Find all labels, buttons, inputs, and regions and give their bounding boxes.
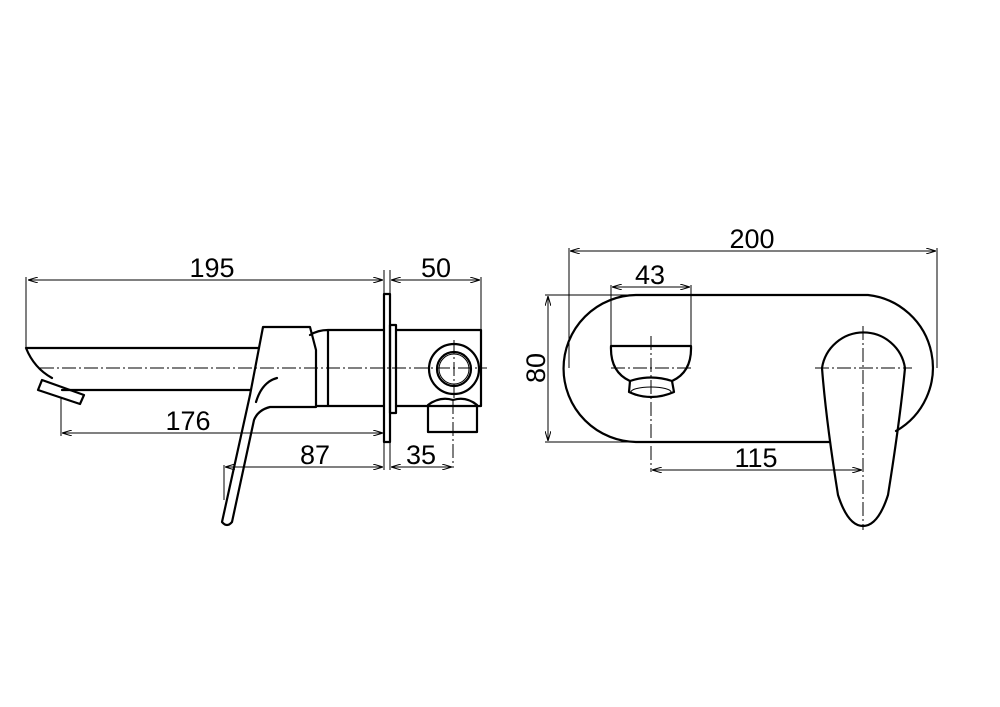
spout [24, 346, 261, 392]
dim-80: 80 [521, 353, 551, 383]
dim-195: 195 [189, 253, 234, 283]
dim-35: 35 [406, 440, 436, 470]
dim-87: 87 [300, 440, 330, 470]
dim-200: 200 [729, 224, 774, 254]
handle-lever [220, 325, 318, 527]
handle-detail [254, 376, 279, 404]
dim-43: 43 [635, 260, 665, 290]
valve-body [394, 328, 483, 408]
dim-50: 50 [421, 253, 451, 283]
aerator-ring [627, 376, 676, 399]
handle-lever [820, 331, 907, 528]
body-cylinder [308, 328, 386, 408]
outlet-connector [426, 397, 479, 434]
side-view: 195 50 176 87 35 [24, 253, 487, 527]
dim-176: 176 [165, 406, 210, 436]
dim-115: 115 [734, 443, 777, 473]
wall-plate-outline [562, 293, 934, 444]
front-view: 200 43 80 115 [521, 224, 938, 530]
plate-flange [388, 323, 398, 415]
aerator [36, 378, 86, 406]
